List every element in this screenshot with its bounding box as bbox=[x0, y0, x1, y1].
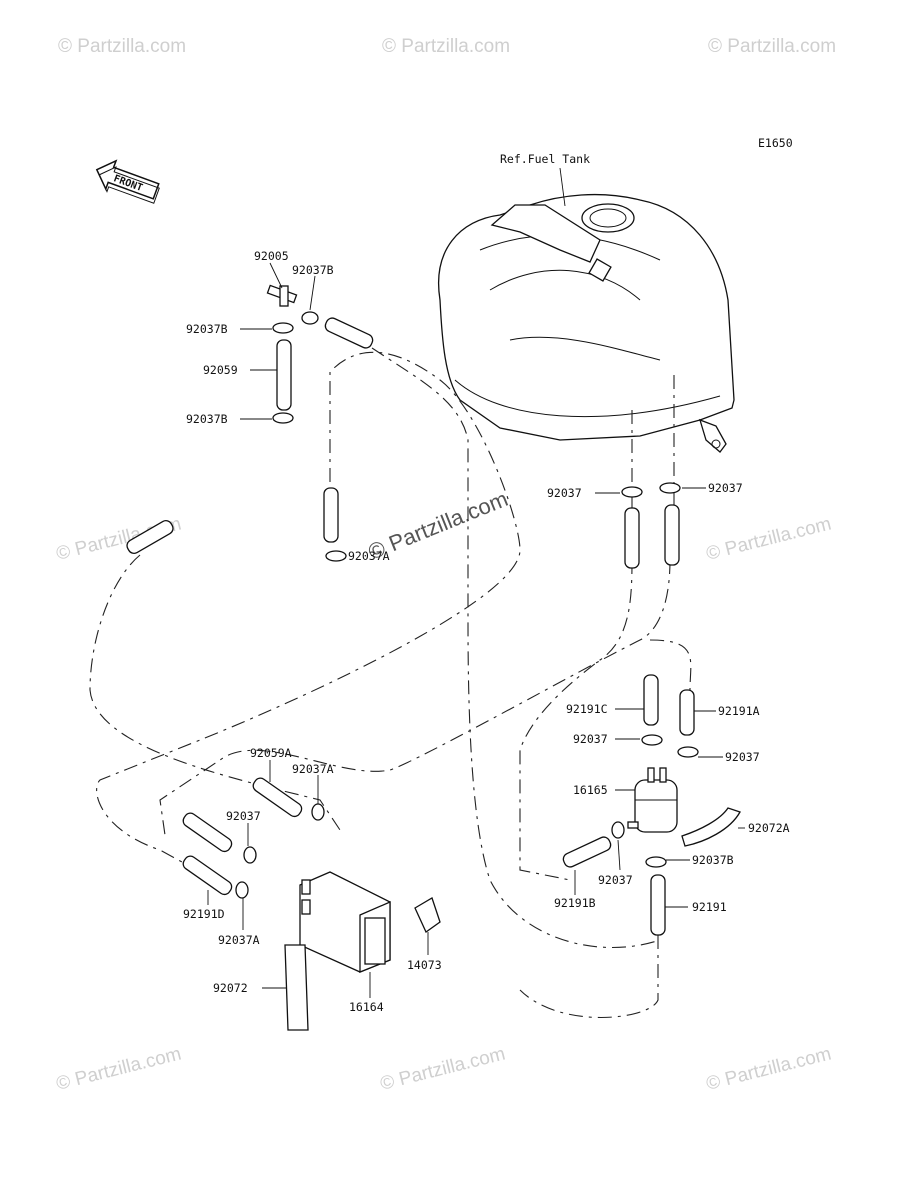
label-92037[interactable]: 92037 bbox=[725, 750, 760, 764]
watermark: © Partzilla.com bbox=[54, 1044, 183, 1095]
hose-92191c[interactable] bbox=[643, 674, 659, 726]
hose-92005-area[interactable] bbox=[266, 284, 374, 411]
watermark: © Partzilla.com bbox=[58, 36, 186, 57]
label-92072[interactable]: 92072 bbox=[213, 981, 248, 995]
label-92072a[interactable]: 92072A bbox=[748, 821, 790, 835]
part-labels: 92005 92037B 92037B 92059 92037B 92037 9… bbox=[183, 249, 790, 1014]
label-92059[interactable]: 92059 bbox=[203, 363, 238, 377]
label-92037[interactable]: 92037 bbox=[547, 486, 582, 500]
label-92059a[interactable]: 92059A bbox=[250, 746, 292, 760]
clamp-92072a[interactable] bbox=[681, 807, 741, 847]
strap-92072[interactable] bbox=[284, 944, 309, 1031]
canister[interactable] bbox=[299, 871, 391, 973]
fuel-tank[interactable] bbox=[438, 193, 735, 453]
bracket-14073[interactable] bbox=[414, 897, 441, 933]
label-14073[interactable]: 14073 bbox=[407, 958, 442, 972]
hose-92191d[interactable] bbox=[181, 854, 234, 897]
hose-upper-left[interactable] bbox=[181, 811, 234, 854]
label-92037b[interactable]: 92037B bbox=[186, 412, 228, 426]
label-92037a[interactable]: 92037A bbox=[218, 933, 260, 947]
hose-92191b[interactable] bbox=[561, 835, 612, 869]
label-92037a[interactable]: 92037A bbox=[292, 762, 334, 776]
watermark: © Partzilla.com bbox=[704, 1044, 833, 1095]
watermark: © Partzilla.com bbox=[378, 1044, 507, 1095]
ref-fuel-tank-label: Ref.Fuel Tank bbox=[500, 152, 590, 166]
label-92037b[interactable]: 92037B bbox=[292, 263, 334, 277]
watermark: © Partzilla.com bbox=[704, 514, 833, 565]
hose-mid[interactable] bbox=[323, 487, 339, 543]
label-16165[interactable]: 16165 bbox=[573, 783, 608, 797]
diagram-code: E1650 bbox=[758, 136, 793, 150]
label-92191a[interactable]: 92191A bbox=[718, 704, 760, 718]
label-92005[interactable]: 92005 bbox=[254, 249, 289, 263]
label-92037a[interactable]: 92037A bbox=[348, 549, 390, 563]
fuel-filter[interactable] bbox=[627, 767, 678, 833]
label-92037[interactable]: 92037 bbox=[598, 873, 633, 887]
label-92037[interactable]: 92037 bbox=[708, 481, 743, 495]
label-92191d[interactable]: 92191D bbox=[183, 907, 225, 921]
label-92191b[interactable]: 92191B bbox=[554, 896, 596, 910]
label-92191c[interactable]: 92191C bbox=[566, 702, 608, 716]
label-92191[interactable]: 92191 bbox=[692, 900, 727, 914]
watermarks: © Partzilla.com © Partzilla.com © Partzi… bbox=[54, 36, 836, 1095]
label-92037b[interactable]: 92037B bbox=[692, 853, 734, 867]
label-92037[interactable]: 92037 bbox=[573, 732, 608, 746]
label-16164[interactable]: 16164 bbox=[349, 1000, 384, 1014]
clamps[interactable] bbox=[235, 311, 699, 899]
leader-lines bbox=[207, 262, 745, 998]
hose-92059a[interactable] bbox=[251, 776, 304, 819]
label-92037b[interactable]: 92037B bbox=[186, 322, 228, 336]
hose-tank-right[interactable] bbox=[664, 504, 680, 566]
label-92037[interactable]: 92037 bbox=[226, 809, 261, 823]
hose-92191a[interactable] bbox=[679, 689, 695, 736]
front-arrow-icon: FRONT bbox=[95, 159, 160, 204]
hose-left[interactable] bbox=[125, 518, 175, 555]
hose-92191[interactable] bbox=[650, 874, 666, 936]
hose-tank-left[interactable] bbox=[624, 507, 640, 569]
watermark: © Partzilla.com bbox=[708, 36, 836, 57]
watermark: © Partzilla.com bbox=[382, 36, 510, 57]
